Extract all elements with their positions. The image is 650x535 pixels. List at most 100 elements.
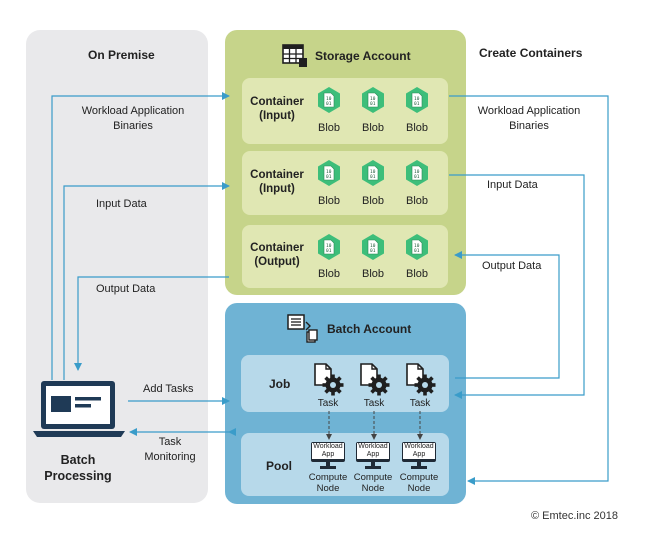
workload-app-screen: Workload App	[312, 443, 344, 459]
compute-node-label-line2: Node	[407, 483, 431, 494]
compute-node-label-line1: Compute	[353, 472, 393, 483]
task-label: Task	[317, 398, 339, 409]
container-3-label: Container (Output)	[247, 241, 307, 269]
svg-text:10: 10	[414, 243, 420, 249]
blob-label: Blob	[405, 122, 429, 134]
workload-binaries-line1: Workload Application	[81, 105, 185, 117]
batch-processing-line1: Batch	[60, 453, 96, 467]
compute-node-monitor-icon: Workload App	[311, 442, 345, 470]
batch-account-icon	[287, 314, 318, 349]
input-data-label: Input Data	[96, 198, 147, 210]
add-tasks-label: Add Tasks	[143, 383, 194, 395]
svg-text:01: 01	[326, 101, 332, 107]
task-gear-icon	[405, 363, 437, 400]
svg-text:10: 10	[326, 243, 332, 249]
pool-label: Pool	[266, 459, 292, 473]
container-3-label-line1: Container	[250, 242, 304, 254]
batch-account-title: Batch Account	[327, 322, 412, 336]
compute-node-label-line2: Node	[316, 483, 340, 494]
screen-line1: Workload	[404, 443, 434, 450]
container-1-label-line1: Container	[250, 96, 304, 108]
blob-label: Blob	[361, 195, 385, 207]
output-data-arrow	[74, 276, 229, 371]
compute-node-label-line2: Node	[361, 483, 385, 494]
screen-line2: App	[321, 451, 335, 458]
compute-node-label: Compute Node	[306, 472, 350, 494]
container-1-label: Container (Input)	[247, 95, 307, 123]
laptop-icon	[33, 379, 125, 446]
container-1-label-line2: (Input)	[259, 110, 295, 122]
task-monitoring-line2: Monitoring	[144, 451, 196, 463]
copyright-text: © Emtec.inc 2018	[531, 510, 618, 522]
screen-line1: Workload	[358, 443, 388, 450]
batch-processing-label: Batch Processing	[30, 452, 126, 484]
right-workload-arrow	[449, 95, 609, 485]
svg-text:10: 10	[326, 96, 332, 102]
compute-node-label-line1: Compute	[308, 472, 348, 483]
container-2-label-line1: Container	[250, 169, 304, 181]
blob-label: Blob	[317, 122, 341, 134]
create-containers-title: Create Containers	[479, 46, 583, 60]
workload-app-screen: Workload App	[403, 443, 435, 459]
svg-text:01: 01	[414, 101, 420, 107]
workload-app-screen: Workload App	[357, 443, 389, 459]
screen-line2: App	[366, 451, 380, 458]
blob-label: Blob	[405, 195, 429, 207]
right-input-arrow	[449, 174, 585, 399]
compute-node-monitor-icon: Workload App	[356, 442, 390, 470]
task-monitoring-line1: Task	[158, 436, 182, 448]
svg-text:01: 01	[370, 174, 376, 180]
blob-label: Blob	[361, 268, 385, 280]
container-2-label-line2: (Input)	[259, 183, 295, 195]
screen-line2: App	[412, 451, 426, 458]
right-workload-line2: Binaries	[509, 120, 549, 132]
svg-text:01: 01	[326, 174, 332, 180]
svg-text:01: 01	[326, 248, 332, 254]
task-gear-icon	[359, 363, 391, 400]
svg-text:01: 01	[370, 101, 376, 107]
right-input-label: Input Data	[487, 179, 538, 191]
svg-text:10: 10	[370, 243, 376, 249]
job-label: Job	[269, 377, 291, 391]
task-label: Task	[409, 398, 431, 409]
task-gear-icon	[313, 363, 345, 400]
compute-node-label-line1: Compute	[399, 472, 439, 483]
svg-text:10: 10	[370, 96, 376, 102]
svg-text:10: 10	[326, 169, 332, 175]
blob-label: Blob	[317, 195, 341, 207]
right-output-arrow	[454, 251, 560, 379]
batch-processing-line2: Processing	[44, 469, 112, 483]
workload-binaries-line2: Binaries	[113, 120, 153, 132]
workload-binaries-label: Workload Application Binaries	[70, 104, 196, 134]
screen-line1: Workload	[313, 443, 343, 450]
svg-text:10: 10	[414, 96, 420, 102]
compute-node-label: Compute Node	[351, 472, 395, 494]
right-output-label: Output Data	[482, 260, 542, 272]
input-data-arrow	[63, 182, 230, 380]
storage-grid-icon	[282, 44, 308, 73]
compute-node-label: Compute Node	[397, 472, 441, 494]
container-3-label-line2: (Output)	[254, 256, 300, 268]
task-label: Task	[363, 398, 385, 409]
svg-text:10: 10	[414, 169, 420, 175]
blob-label: Blob	[361, 122, 385, 134]
output-data-label: Output Data	[96, 283, 156, 295]
svg-text:01: 01	[414, 248, 420, 254]
right-workload-line1: Workload Application	[477, 105, 581, 117]
workload-binaries-arrow	[51, 92, 230, 380]
blob-label: Blob	[405, 268, 429, 280]
task-monitoring-label: Task Monitoring	[140, 435, 200, 465]
storage-account-title: Storage Account	[315, 49, 411, 63]
compute-node-monitor-icon: Workload App	[402, 442, 436, 470]
container-2-label: Container (Input)	[247, 168, 307, 196]
svg-text:01: 01	[370, 248, 376, 254]
